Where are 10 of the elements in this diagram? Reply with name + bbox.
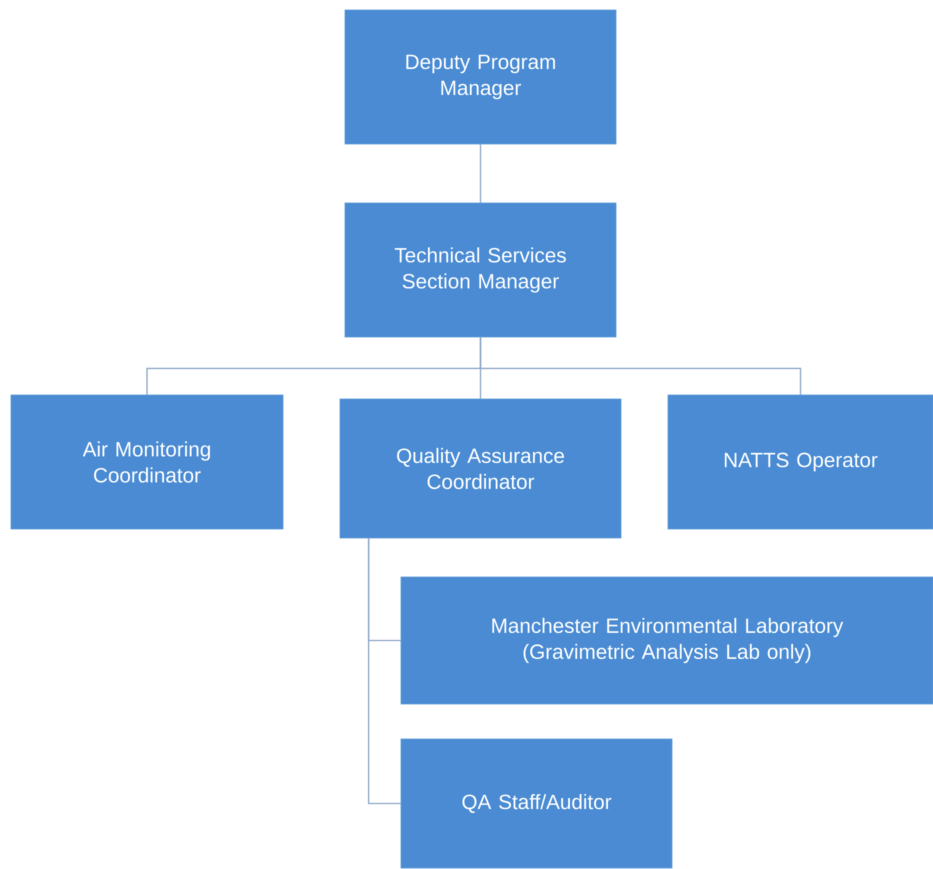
org-box: NATTS Operator xyxy=(668,394,933,530)
org-box: Air Monitoring Coordinator xyxy=(10,394,284,530)
org-box: Quality Assurance Coordinator xyxy=(340,398,622,538)
org-box: Technical Services Section Manager xyxy=(344,202,616,338)
org-box: Deputy Program Manager xyxy=(344,10,616,144)
org-box: Manchester Environmental Laboratory (Gravimetric Analysis Lab only) xyxy=(400,576,933,704)
org-box: QA Staff/Auditor xyxy=(400,738,672,868)
connector-line xyxy=(368,538,401,804)
connector-line xyxy=(480,144,482,203)
connector-line xyxy=(480,337,802,395)
